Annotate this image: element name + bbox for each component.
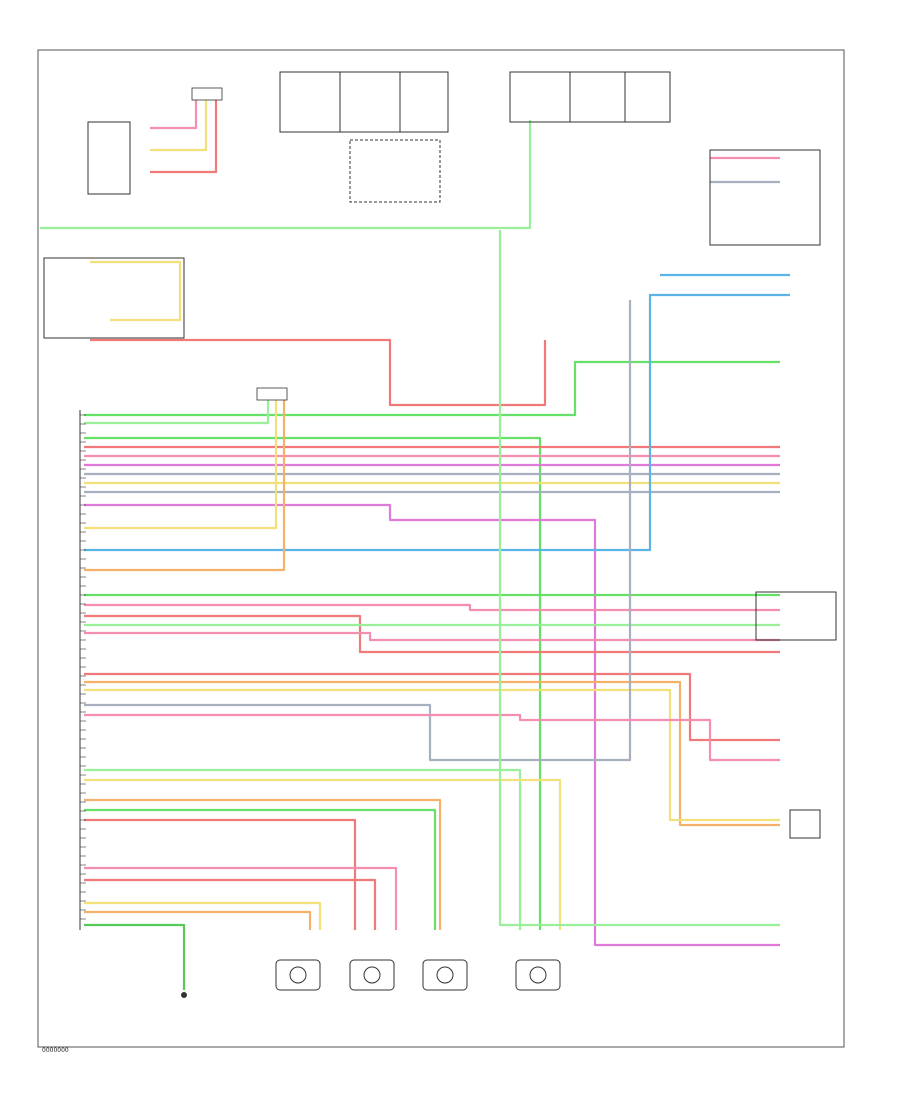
wire-red-33	[84, 818, 357, 930]
connector-mid	[256, 387, 288, 401]
sensor-1	[275, 959, 321, 991]
wire-lt_green-7	[84, 398, 270, 425]
right-switch-block	[709, 149, 821, 246]
wire-yellow-16	[84, 398, 278, 530]
connector-top-left	[191, 87, 223, 101]
wire-orange-37	[84, 910, 312, 930]
sensor-3	[422, 959, 468, 991]
wire-orange-18	[84, 398, 286, 572]
wire-pink-23	[84, 631, 780, 642]
sensors-layer	[181, 959, 561, 998]
wire-dkgreen-38	[84, 923, 186, 990]
wire-red-5	[90, 338, 547, 407]
wire-yellow-30	[84, 778, 562, 930]
wire-orange-25	[84, 680, 780, 827]
sensor-4	[515, 959, 561, 991]
ground-point	[181, 992, 187, 998]
sensor-2	[349, 959, 395, 991]
wire-yellow-36	[84, 901, 322, 930]
wire-pink-34	[84, 866, 398, 930]
components-layer	[43, 71, 837, 930]
wire-green-6	[84, 360, 780, 417]
fuse-panel-left	[279, 71, 449, 133]
wire-pink-28	[84, 713, 780, 762]
wire-orange-31	[84, 798, 442, 930]
wire-red-35	[84, 878, 377, 930]
wire-purple-15	[84, 503, 780, 947]
left-switch-block	[43, 257, 185, 339]
wire-blue-17	[84, 293, 790, 552]
labels-layer	[80, 414, 86, 920]
wire-pink-20	[84, 603, 780, 612]
wire-gray-27	[84, 300, 632, 762]
wire-red-2	[150, 100, 218, 174]
module-block-right	[755, 591, 837, 641]
wire-lt_green-39	[498, 230, 780, 927]
wire-lt_green-29	[84, 768, 522, 930]
wire-yellow-4	[90, 260, 182, 322]
wire-yellow-1	[150, 100, 208, 152]
wire-green-8	[84, 436, 542, 930]
wire-lt_green-3	[40, 120, 532, 230]
wire-yellow-26	[84, 688, 780, 822]
top-left-switch-block	[87, 121, 131, 195]
right-bottom-switch	[789, 809, 821, 839]
fuse-panel-right	[509, 71, 671, 123]
wire-red-24	[84, 672, 780, 742]
wire-green-32	[84, 808, 437, 930]
junction-block-mid	[349, 139, 441, 203]
diagram-frame	[37, 49, 845, 1048]
footer-code: 0000000	[42, 1047, 69, 1054]
wires-layer	[40, 100, 790, 990]
wire-pink-0	[150, 100, 198, 130]
